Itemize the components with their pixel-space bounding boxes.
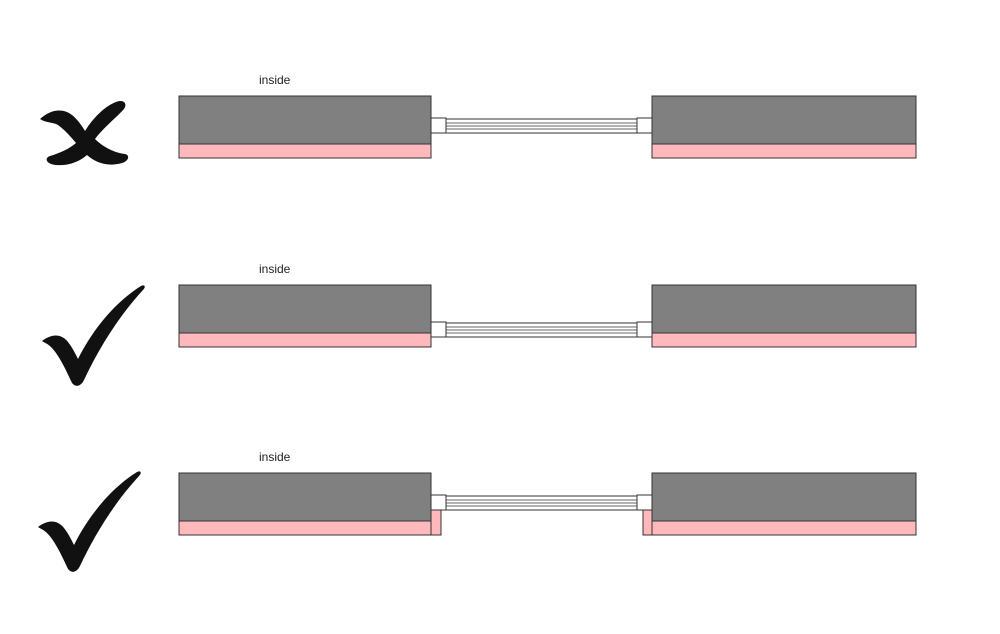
inside-label: inside [259, 262, 291, 276]
check-icon [42, 285, 145, 386]
check-icon [38, 471, 141, 572]
right-interior-insulation [651, 143, 917, 159]
right-interior-insulation [651, 520, 917, 536]
right-window-frame [636, 117, 653, 134]
right-window-frame [636, 494, 653, 511]
row-1: inside [40, 73, 917, 166]
right-wall [651, 95, 917, 145]
left-window-frame [430, 321, 447, 338]
left-reveal-insulation [430, 509, 442, 536]
left-window-frame [430, 117, 447, 134]
right-wall [651, 284, 917, 334]
window-glazing [445, 495, 638, 511]
cross-icon [40, 100, 129, 166]
right-reveal-insulation [642, 509, 653, 536]
right-window-frame [636, 321, 653, 338]
left-wall [178, 472, 432, 522]
left-interior-insulation [178, 520, 432, 536]
left-interior-insulation [178, 332, 432, 348]
row-2: inside [42, 262, 917, 386]
left-wall [178, 95, 432, 145]
left-window-frame [430, 494, 447, 511]
left-wall [178, 284, 432, 334]
inside-label: inside [259, 450, 291, 464]
inside-label: inside [259, 73, 291, 87]
right-wall [651, 472, 917, 522]
right-interior-insulation [651, 332, 917, 348]
window-glazing [445, 118, 638, 134]
left-interior-insulation [178, 143, 432, 159]
row-3: inside [38, 450, 917, 572]
window-glazing [445, 322, 638, 338]
